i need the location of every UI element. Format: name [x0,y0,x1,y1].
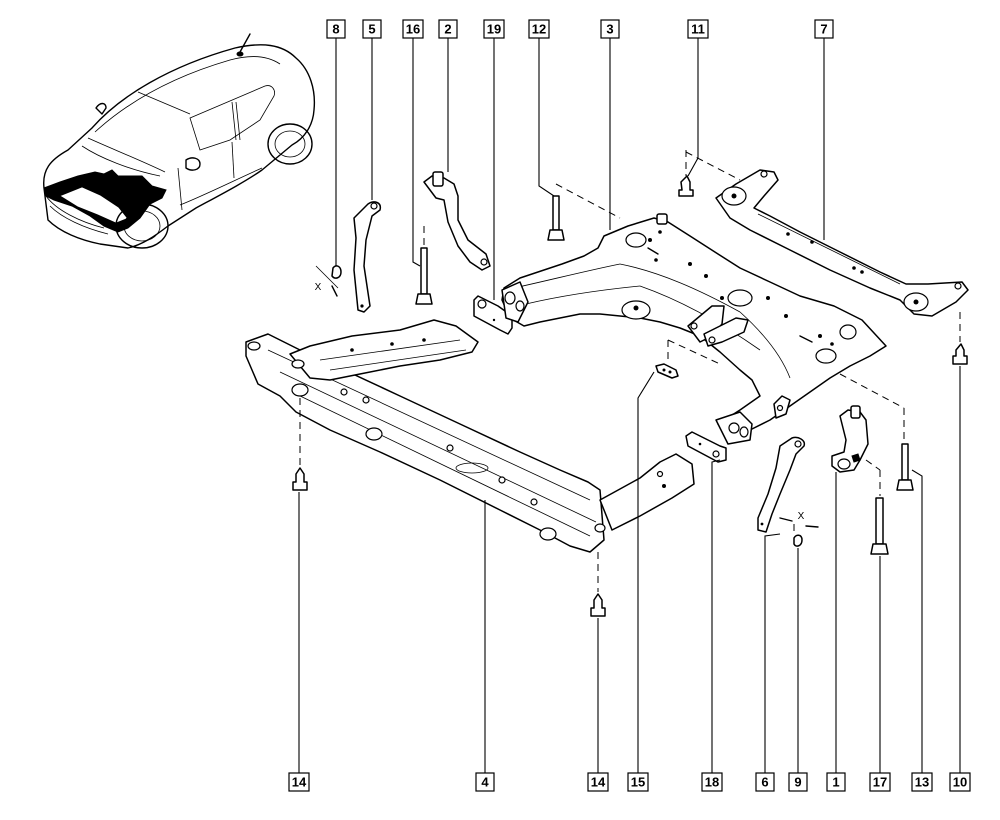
callout-4-label: 4 [481,775,489,790]
callout-18-label: 18 [705,775,719,790]
callout-2[interactable]: 2 [438,19,458,39]
part-11-bolt [678,175,694,197]
callout-8-label: 8 [332,22,339,37]
part-8-nut: X [315,265,342,297]
callout-14-left[interactable]: 14 [288,772,310,792]
callout-14-right-label: 14 [591,775,606,790]
callout-7-label: 7 [820,22,827,37]
callout-10[interactable]: 10 [949,772,971,792]
vehicle-locator-illustration [43,33,316,249]
part-14-bolt-left [292,467,308,491]
callout-14-left-label: 14 [292,775,307,790]
part-1-mount [831,405,869,473]
part-5-bracket [353,201,382,313]
part-6-bracket [757,436,806,533]
part-18-bracket [685,431,727,463]
part-3-subframe [501,213,887,445]
callout-7[interactable]: 7 [814,19,834,39]
part-10-bolt [952,343,968,365]
part-17-bolt [870,497,889,555]
callout-8[interactable]: 8 [326,19,346,39]
callouts-top: 8 5 16 2 19 12 3 11 [326,19,834,39]
callout-4[interactable]: 4 [475,772,495,792]
callout-11[interactable]: 11 [687,19,709,39]
x-mark-right: X [798,511,805,522]
x-mark-left: X [315,282,322,293]
assembly-lines [299,150,961,592]
callout-13-label: 13 [915,775,929,790]
callout-17[interactable]: 17 [869,772,891,792]
leader-lines [298,37,961,773]
part-14-bolt-right [590,593,606,617]
callout-12[interactable]: 12 [528,19,550,39]
callout-15-label: 15 [631,775,645,790]
callout-15[interactable]: 15 [627,772,649,792]
callout-9-label: 9 [794,775,801,790]
part-9-nut: X [779,511,819,547]
part-12-bolt [547,195,565,241]
callout-16-label: 16 [406,22,420,37]
callout-9[interactable]: 9 [788,772,808,792]
part-2-bracket [423,171,491,271]
part-19-plate [473,295,513,335]
callout-2-label: 2 [444,22,451,37]
part-4-crossmember [245,319,695,553]
callout-3-label: 3 [606,22,613,37]
callout-19-label: 19 [487,22,501,37]
callout-5[interactable]: 5 [362,19,382,39]
part-7-tie-bar [715,169,969,317]
callout-1-label: 1 [832,775,839,790]
callout-11-label: 11 [691,22,705,37]
callout-12-label: 12 [532,22,546,37]
callout-6[interactable]: 6 [755,772,775,792]
callouts-bottom: 14 4 14 15 18 6 9 1 [288,772,971,792]
callout-18[interactable]: 18 [701,772,723,792]
callout-14-right[interactable]: 14 [587,772,609,792]
part-13-bolt [896,443,914,491]
callout-13[interactable]: 13 [911,772,933,792]
callout-1[interactable]: 1 [826,772,846,792]
callout-16[interactable]: 16 [402,19,424,39]
callout-10-label: 10 [953,775,967,790]
callout-6-label: 6 [761,775,768,790]
callout-5-label: 5 [368,22,375,37]
part-15-clip [655,363,679,379]
part-16-bolt [415,247,433,305]
callout-19[interactable]: 19 [483,19,505,39]
callout-17-label: 17 [873,775,887,790]
callout-3[interactable]: 3 [600,19,620,39]
